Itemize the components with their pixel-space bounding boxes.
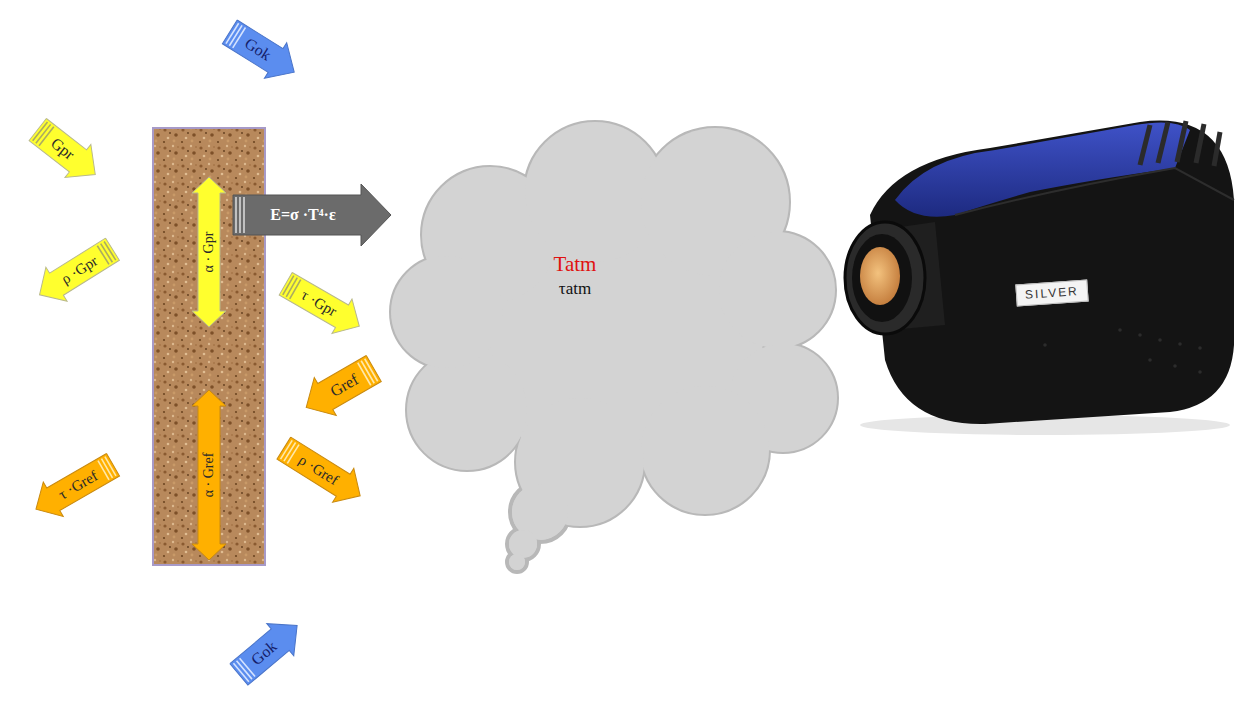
atmosphere-parameter: τatm (559, 278, 591, 301)
radiation-label: α · Gref (200, 453, 219, 498)
atmosphere-cloud: Tatmτatm (395, 120, 835, 520)
radiation-arrow: α · Gref (192, 390, 226, 560)
radiation-label: Gok (247, 636, 282, 670)
radiation-label: E=σ ·T⁴·ε (270, 204, 335, 226)
radiation-arrow: τ ·Gpr (275, 266, 369, 343)
cloud-shape (395, 120, 835, 520)
radiation-arrow: Gref (295, 349, 385, 426)
radiation-arrow: Gpr (24, 113, 107, 191)
atmosphere-parameter: Tatm (554, 250, 597, 278)
radiation-label: Gref (326, 369, 362, 402)
radiation-arrow: τ ·Gref (25, 447, 122, 526)
radiation-arrow: ρ ·Gref (273, 431, 371, 513)
wall-sample (153, 128, 265, 565)
radiation-label: τ ·Gref (54, 466, 101, 505)
radiation-arrow: E=σ ·T⁴·ε (233, 184, 391, 246)
radiation-arrow: Gok (219, 14, 306, 90)
radiation-label: τ ·Gpr (297, 285, 340, 322)
radiation-arrow: ρ ·Gpr (29, 232, 123, 311)
radiation-label: Gok (240, 33, 275, 66)
radiation-arrow: α · Gpr (192, 177, 226, 327)
radiation-label: ρ ·Gref (295, 450, 343, 490)
radiation-arrow: Gok (225, 609, 310, 690)
radiation-label: α · Gpr (200, 232, 219, 273)
thermal-camera (845, 121, 1234, 435)
radiation-label: ρ ·Gpr (57, 251, 101, 289)
